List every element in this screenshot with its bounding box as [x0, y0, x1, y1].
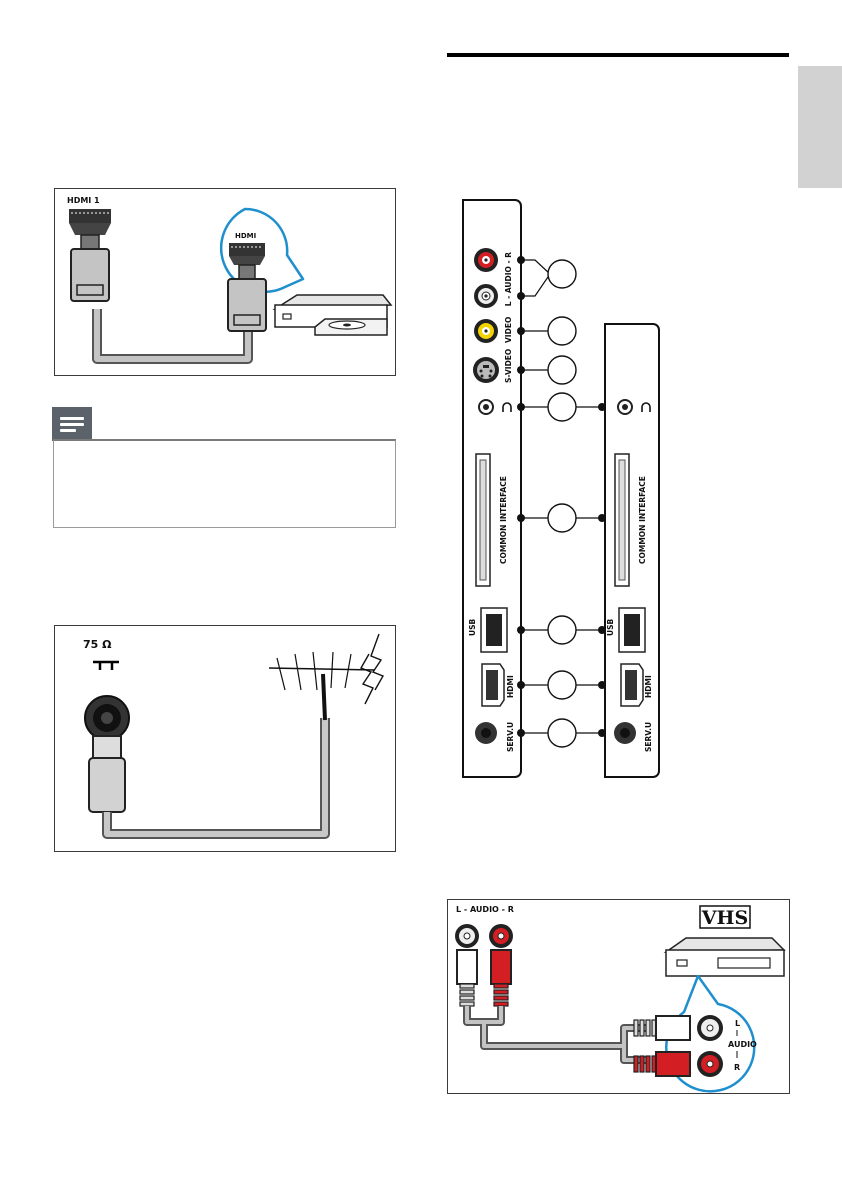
callout-dot — [517, 366, 525, 374]
callout-circle — [547, 392, 577, 422]
label-ci-left: COMMON INTERFACE — [499, 476, 508, 564]
callout-circle — [547, 670, 577, 700]
callout-dot — [517, 292, 525, 300]
callout-dot — [517, 626, 525, 634]
callout-dot — [598, 403, 606, 411]
callout-dot — [598, 626, 606, 634]
audio-r-jack-icon — [474, 248, 498, 272]
headphone-jack-right-icon — [617, 399, 651, 415]
vcr-audio-connection-diagram: L - AUDIO - R VHS — [455, 905, 786, 1093]
label-hdmi-right: HDMI — [644, 675, 653, 698]
callout-circle — [547, 316, 577, 346]
callout-dot — [517, 729, 525, 737]
device-hdmi-label: HDMI — [235, 232, 256, 240]
label-usb-left: USB — [468, 619, 477, 636]
note-box — [53, 439, 396, 528]
side-panel-right — [604, 323, 660, 778]
callout-dot — [517, 256, 525, 264]
callout-dot — [517, 327, 525, 335]
callout-dot — [517, 403, 525, 411]
callout-circle — [547, 355, 577, 385]
hdmi-port-right-icon — [620, 663, 644, 707]
label-hdmi-left: HDMI — [506, 675, 515, 698]
ci-slot-left-icon — [475, 453, 491, 587]
callout-circle — [547, 615, 577, 645]
video-jack-icon — [474, 319, 498, 343]
label-video: VIDEO — [504, 317, 513, 343]
section-rule — [447, 53, 789, 57]
label-serv-right: SERV.U — [644, 722, 653, 752]
callout-dot — [598, 681, 606, 689]
callout-circle — [547, 503, 577, 533]
device-audio-label: AUDIO — [728, 1040, 757, 1049]
vhs-logo: VHS — [701, 907, 748, 929]
coax-symbol-icon — [93, 660, 119, 670]
label-usb-right: USB — [606, 619, 615, 636]
hdmi-port-left-icon — [481, 663, 505, 707]
antenna-connection-diagram: 75 Ω — [83, 633, 385, 839]
callout-dot — [598, 514, 606, 522]
antenna-icon — [268, 633, 385, 721]
svideo-jack-icon — [473, 357, 499, 383]
language-tab[interactable] — [798, 66, 842, 188]
label-ci-right: COMMON INTERFACE — [638, 476, 647, 564]
serv-jack-right-icon — [614, 722, 636, 744]
vcr-audio-connection-figure: L - AUDIO - R VHS — [447, 899, 790, 1094]
callout-circle — [547, 718, 577, 748]
callout-dot — [517, 514, 525, 522]
label-svideo: S-VIDEO — [504, 349, 513, 383]
tv-hdmi-label: HDMI 1 — [67, 196, 100, 205]
ci-slot-right-icon — [614, 453, 630, 587]
side-connector-diagram: L - AUDIO - R VIDEO S-VIDEO COMMON INTER… — [455, 196, 670, 781]
device-r-label: R — [734, 1063, 740, 1072]
label-serv-left: SERV.U — [506, 722, 515, 752]
audio-l-jack-icon — [474, 284, 498, 308]
serv-jack-left-icon — [475, 722, 497, 744]
hdmi-connection-figure: HDMI 1 HDMI — [54, 188, 396, 376]
usb-port-left-icon — [480, 607, 508, 653]
tv-audio-label: L - AUDIO - R — [456, 905, 514, 914]
callout-dot — [517, 681, 525, 689]
hdmi-connection-diagram: HDMI 1 HDMI — [67, 196, 393, 364]
usb-port-right-icon — [618, 607, 646, 653]
label-audio: L - AUDIO - R — [504, 252, 513, 307]
device-l-label: L — [735, 1019, 740, 1028]
vhs-logo-frame — [699, 905, 751, 929]
antenna-connection-figure: 75 Ω — [54, 625, 396, 852]
callout-leader — [521, 273, 551, 297]
impedance-label: 75 Ω — [83, 638, 112, 651]
callout-dot — [598, 729, 606, 737]
side-connector-svg: L - AUDIO - R VIDEO S-VIDEO COMMON INTER… — [462, 199, 660, 778]
headphone-jack-left-icon — [478, 399, 512, 415]
callout-circle — [547, 259, 577, 289]
callout-leader — [521, 259, 551, 275]
note-icon — [52, 407, 92, 441]
